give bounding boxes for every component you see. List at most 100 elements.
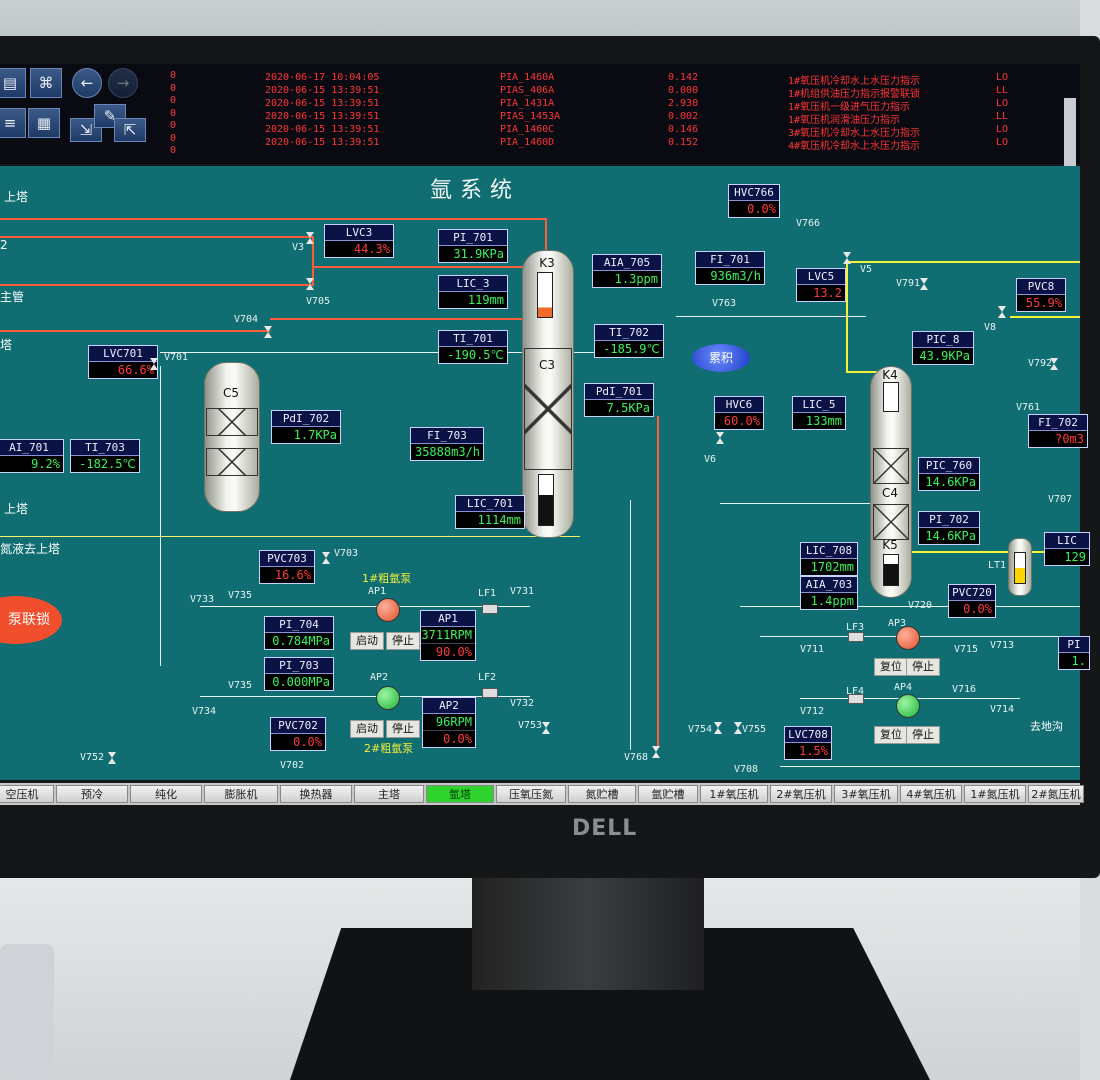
tag-ti-703[interactable]: TI_703-182.5℃ xyxy=(70,439,140,473)
filter-icon[interactable] xyxy=(482,688,498,698)
pump-interlock-button[interactable]: 泵联锁 xyxy=(0,596,62,644)
valve-icon[interactable] xyxy=(920,278,928,290)
pump-ap3-stop-button[interactable]: 停止 xyxy=(906,658,940,676)
back-arrow-icon[interactable]: ← xyxy=(72,68,102,98)
tab-oxygen-compressor-3[interactable]: 3#氧压机 xyxy=(834,785,898,803)
tab-purification[interactable]: 纯化 xyxy=(130,785,202,803)
valve-icon[interactable] xyxy=(228,606,240,614)
tag-ti-702[interactable]: TI_702-185.9℃ xyxy=(594,324,664,358)
tab-heat-exchanger[interactable]: 换热器 xyxy=(280,785,352,803)
valve-icon[interactable] xyxy=(196,606,208,614)
valve-icon[interactable] xyxy=(712,313,724,321)
vessel-c5[interactable] xyxy=(204,362,260,512)
list-icon[interactable]: ≡ xyxy=(0,108,26,138)
valve-icon[interactable] xyxy=(1026,396,1038,404)
binoculars-icon[interactable]: ⌘ xyxy=(30,68,62,98)
alarm-scrollbar[interactable] xyxy=(1064,98,1076,168)
tab-nitrogen-tank[interactable]: 氮贮槽 xyxy=(568,785,636,803)
filter-icon[interactable] xyxy=(848,632,864,642)
tab-argon-tower[interactable]: 氩塔 xyxy=(426,785,494,803)
import-icon[interactable]: ⇱ xyxy=(114,118,146,142)
pump-ap1-stop-button[interactable]: 停止 xyxy=(386,632,420,650)
table-icon[interactable]: ▦ xyxy=(28,108,60,138)
valve-icon[interactable] xyxy=(810,634,822,642)
filter-icon[interactable] xyxy=(482,604,498,614)
tab-nitrogen-compressor-2[interactable]: 2#氮压机 xyxy=(1028,785,1084,803)
valve-icon[interactable] xyxy=(734,722,742,734)
valve-icon[interactable] xyxy=(520,598,532,606)
pump-ap3-reset-button[interactable]: 复位 xyxy=(874,658,908,676)
tab-oxygen-nitrogen-compression[interactable]: 压氧压氮 xyxy=(496,785,566,803)
tab-precooling[interactable]: 预冷 xyxy=(56,785,128,803)
valve-icon[interactable] xyxy=(998,306,1006,318)
pump-ap2-icon[interactable] xyxy=(376,686,400,710)
forward-arrow-icon[interactable]: → xyxy=(108,68,138,98)
valve-icon[interactable] xyxy=(716,432,724,444)
tab-air-compressor[interactable]: 空压机 xyxy=(0,785,54,803)
valve-icon[interactable] xyxy=(108,752,116,764)
tag-ti-701[interactable]: TI_701-190.5℃ xyxy=(438,330,508,364)
accumulate-button[interactable]: 累积 xyxy=(692,344,750,372)
valve-icon[interactable] xyxy=(766,760,778,768)
valve-icon[interactable] xyxy=(520,684,532,692)
pump-ap2-start-button[interactable]: 启动 xyxy=(350,720,384,738)
tab-argon-tank[interactable]: 氩贮槽 xyxy=(638,785,698,803)
valve-icon[interactable] xyxy=(318,754,330,762)
filter-icon[interactable] xyxy=(848,694,864,704)
tab-oxygen-compressor-2[interactable]: 2#氧压机 xyxy=(770,785,832,803)
valve-icon[interactable] xyxy=(1000,694,1012,702)
pump-ap4-icon[interactable] xyxy=(896,694,920,718)
document-icon[interactable]: ▤ xyxy=(0,68,26,98)
tab-oxygen-compressor-4[interactable]: 4#氧压机 xyxy=(900,785,962,803)
valve-icon[interactable] xyxy=(542,722,550,734)
pump-ap4-stop-button[interactable]: 停止 xyxy=(906,726,940,744)
valve-icon[interactable] xyxy=(196,692,208,700)
tab-oxygen-compressor-1[interactable]: 1#氧压机 xyxy=(700,785,768,803)
tab-expander[interactable]: 膨胀机 xyxy=(204,785,278,803)
pump-ap1-start-button[interactable]: 启动 xyxy=(350,632,384,650)
edit-icon[interactable]: ✎ xyxy=(94,104,126,128)
tag-fi-702[interactable]: FI_702?0m3 xyxy=(1028,414,1088,448)
valve-icon[interactable] xyxy=(922,616,934,624)
pump-ap1-icon[interactable] xyxy=(376,598,400,622)
tab-main-tower[interactable]: 主塔 xyxy=(354,785,424,803)
valve-icon[interactable] xyxy=(652,746,660,758)
valve-icon[interactable] xyxy=(322,552,330,564)
valve-icon[interactable] xyxy=(1000,632,1012,640)
valve-icon[interactable] xyxy=(810,694,822,702)
valve-icon[interactable] xyxy=(228,692,240,700)
pump-ap2-stop-button[interactable]: 停止 xyxy=(386,720,420,738)
